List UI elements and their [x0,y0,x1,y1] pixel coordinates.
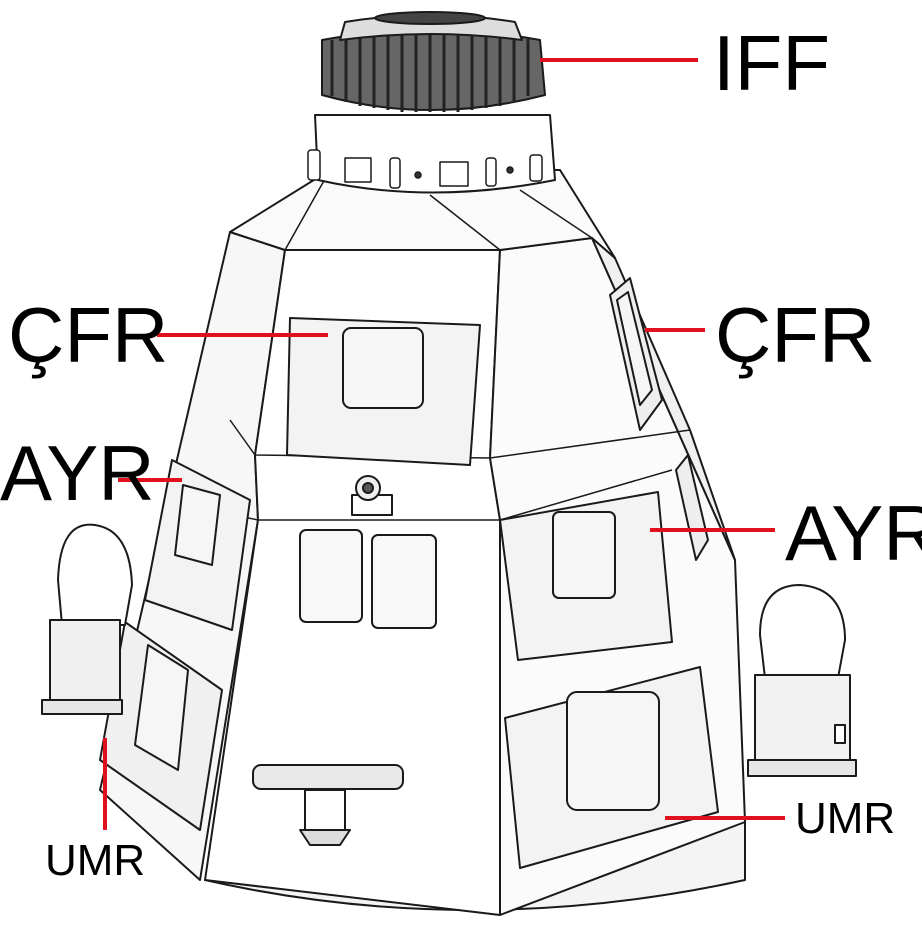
label-ayr-right: AYR [785,489,922,577]
label-cfr-right: ÇFR [715,291,875,379]
roof-edge [519,189,593,239]
front-hatch-right [371,534,437,629]
cfr-front-window [342,327,424,409]
ayr-right-window [552,511,616,599]
ayr-left-window [174,484,221,566]
collar-connectors [307,149,543,189]
roof-edge [429,194,501,251]
roof-edge [284,169,331,251]
iff-antenna-body [321,29,546,111]
iff-antenna-ribs [330,27,530,112]
right-dome-unit [747,584,857,777]
umr-right-window [566,691,660,811]
mast-structure [41,11,857,916]
label-umr-left: UMR [45,836,145,885]
front-hatch-left [299,529,363,623]
navigation-radar [252,764,404,846]
label-iff: IFF [713,19,830,107]
iff-antenna-cap [374,11,486,25]
cfr-right-window [616,291,653,406]
camera-unit [351,475,393,516]
label-umr-right: UMR [795,794,895,843]
label-cfr-left: ÇFR [8,291,168,379]
label-ayr-left: AYR [0,429,155,517]
leader-lines [103,58,785,830]
umr-left-window [134,644,189,771]
left-dome-unit [41,523,133,715]
